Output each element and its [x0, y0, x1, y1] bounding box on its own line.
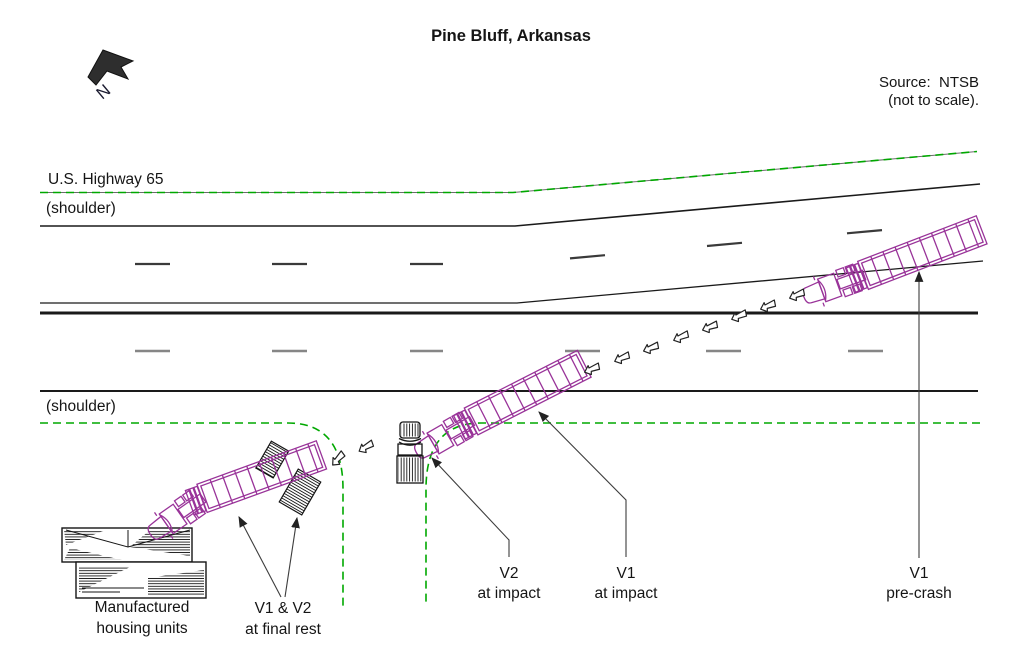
labels: Pine Bluff, Arkansas Source: NTSB (not t…: [46, 27, 979, 638]
leader-v1-impact: [538, 411, 627, 557]
south-edge-green-left: [40, 422, 344, 606]
housing-unit-2: [75, 561, 207, 599]
shoulder-label-top: (shoulder): [46, 200, 116, 217]
v1-at-impact-vehicle: [407, 349, 592, 468]
south-edge-green-right: [425, 422, 980, 606]
shoulder-edges: [40, 150, 980, 606]
north-arrow: N: [87, 49, 135, 103]
leader-lines: [238, 270, 924, 598]
source-line1: Source: NTSB: [879, 74, 979, 91]
north-edge-underlay: [40, 151, 978, 193]
v2-impact-label-2: at impact: [478, 585, 542, 602]
highway-label: U.S. Highway 65: [48, 171, 163, 188]
road-lines: [40, 151, 984, 392]
housing-label-2: housing units: [96, 620, 188, 637]
leader-final-rest-right: [284, 516, 300, 598]
manufactured-housing-units: [61, 527, 207, 599]
shoulder-label-bottom: (shoulder): [46, 398, 116, 415]
v1-precrash-label-1: V1: [910, 565, 929, 582]
leader-final-rest-left: [238, 516, 282, 598]
v1-precrash-label-2: pre-crash: [886, 585, 951, 602]
v1-impact-label-1: V1: [617, 565, 636, 582]
v1-precrash-vehicle: [797, 215, 988, 313]
north-edge-green: [40, 150, 978, 194]
housing-label-1: Manufactured: [95, 599, 190, 616]
v1-impact-label-2: at impact: [595, 585, 659, 602]
lane-dashes-upper: [135, 229, 883, 266]
v1-vehicles: [140, 215, 988, 549]
source-line2: (not to scale).: [888, 92, 979, 109]
v2-impact-label-1: V2: [500, 565, 519, 582]
final-rest-label-2: at final rest: [245, 621, 322, 638]
housing-unit-1: [61, 527, 193, 563]
leader-v2-impact: [431, 457, 510, 557]
v2-at-impact-vehicle: [396, 421, 424, 484]
diagram-title: Pine Bluff, Arkansas: [431, 27, 591, 45]
north-arrow-icon: [87, 49, 135, 86]
nb-outer-line: [40, 183, 981, 227]
nb-inner-line: [40, 260, 984, 304]
final-rest-label-1: V1 & V2: [255, 600, 312, 617]
